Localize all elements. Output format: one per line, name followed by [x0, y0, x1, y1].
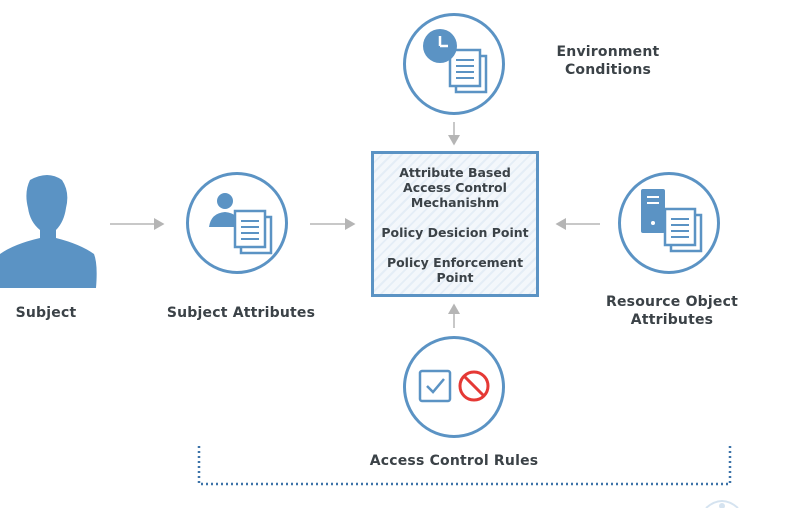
resource-object-attributes-line2: Attributes: [630, 312, 714, 328]
abac-mechanism-box: Attribute Based Access Control Mechanish…: [371, 151, 539, 297]
environment-conditions-node: [403, 13, 505, 115]
check-and-deny-icon: [418, 369, 490, 403]
resource-object-attributes-line1: Resource Object: [606, 294, 738, 310]
pep-line1: Policy Enforcement: [386, 255, 524, 270]
abac-title: Attribute Based Access Control Mechanish…: [374, 165, 536, 210]
access-control-rules-node: [403, 336, 505, 438]
person-silhouette-icon: [0, 175, 97, 288]
policy-enforcement-point: Policy Enforcement Point: [374, 255, 536, 285]
resource-object-attributes-label: Resource Object Attributes: [592, 293, 752, 329]
abac-title-line2: Access Control: [403, 180, 507, 195]
environment-conditions-label: Environment Conditions: [540, 43, 676, 79]
person-document-icon: [209, 193, 273, 255]
access-control-rules-label: Access Control Rules: [369, 453, 539, 469]
subject-attributes-node: [186, 172, 288, 274]
policy-decision-point: Policy Desicion Point: [381, 225, 529, 240]
abac-title-line1: Attribute Based: [399, 165, 511, 180]
environment-conditions-line2: Conditions: [564, 62, 652, 78]
resource-object-attributes-node: [618, 172, 720, 274]
server-document-icon: [641, 189, 703, 253]
subject-attributes-label: Subject Attributes: [166, 305, 316, 321]
watermark-eye-icon: [705, 500, 739, 508]
clock-document-icon: [423, 29, 488, 94]
pep-line2: Point: [436, 270, 474, 285]
abac-title-line3: Mechanishm: [410, 195, 500, 210]
subject-label: Subject: [15, 305, 77, 321]
environment-conditions-line1: Environment: [556, 44, 660, 60]
